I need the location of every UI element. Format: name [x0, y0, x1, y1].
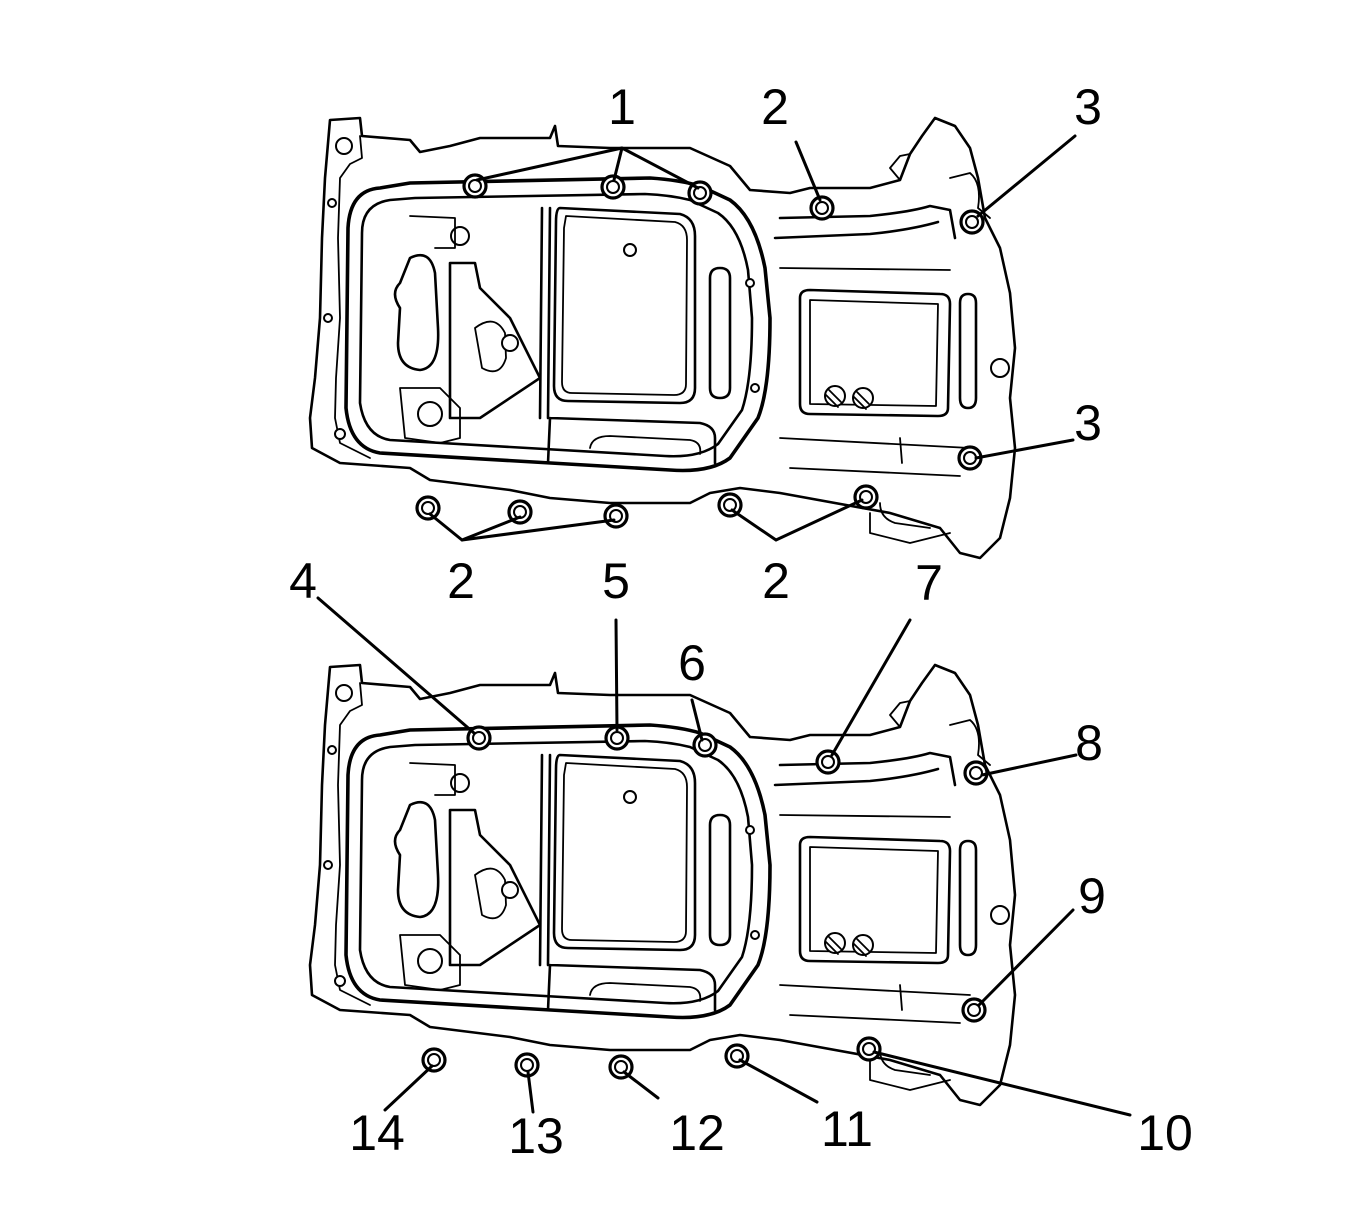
- callout-label: 10: [1137, 1105, 1193, 1161]
- bolt-marker: [963, 760, 989, 786]
- callout-label: 6: [678, 635, 706, 691]
- bolt-marker: [421, 1047, 447, 1073]
- bolt-marker: [692, 732, 718, 758]
- callout-label: 3: [1074, 79, 1102, 135]
- top-bolts: [415, 173, 985, 529]
- bolt-marker: [856, 1036, 882, 1062]
- callout-label: 9: [1078, 868, 1106, 924]
- bolt-marker: [815, 749, 841, 775]
- callout-label: 11: [821, 1101, 873, 1157]
- callout-label: 8: [1075, 715, 1103, 771]
- bottom-callouts: 4 5 6 7 8 9 10 11 12 13 14: [289, 553, 1193, 1164]
- callout-label: 2: [762, 553, 790, 609]
- bolt-marker: [853, 484, 879, 510]
- bolt-marker: [809, 195, 835, 221]
- callout-label: 4: [289, 553, 317, 609]
- bolt-marker: [415, 495, 441, 521]
- callout-label: 1: [608, 79, 636, 135]
- bottom-bolts: [421, 725, 989, 1080]
- top-callouts: 1 2 3 3 2 2: [447, 79, 1102, 609]
- callout-label: 12: [669, 1105, 725, 1161]
- callout-label: 13: [508, 1108, 564, 1164]
- top-pan-view: [308, 116, 1017, 560]
- bottom-leader-lines: [316, 596, 1132, 1117]
- callout-label: 14: [349, 1105, 405, 1161]
- callout-label: 7: [915, 555, 943, 611]
- bottom-pan-view: [308, 663, 1017, 1107]
- callout-label: 5: [602, 553, 630, 609]
- bolt-marker: [603, 503, 629, 529]
- callout-label: 2: [761, 79, 789, 135]
- callout-label: 3: [1074, 395, 1102, 451]
- callout-label: 2: [447, 553, 475, 609]
- top-leader-lines: [428, 134, 1077, 542]
